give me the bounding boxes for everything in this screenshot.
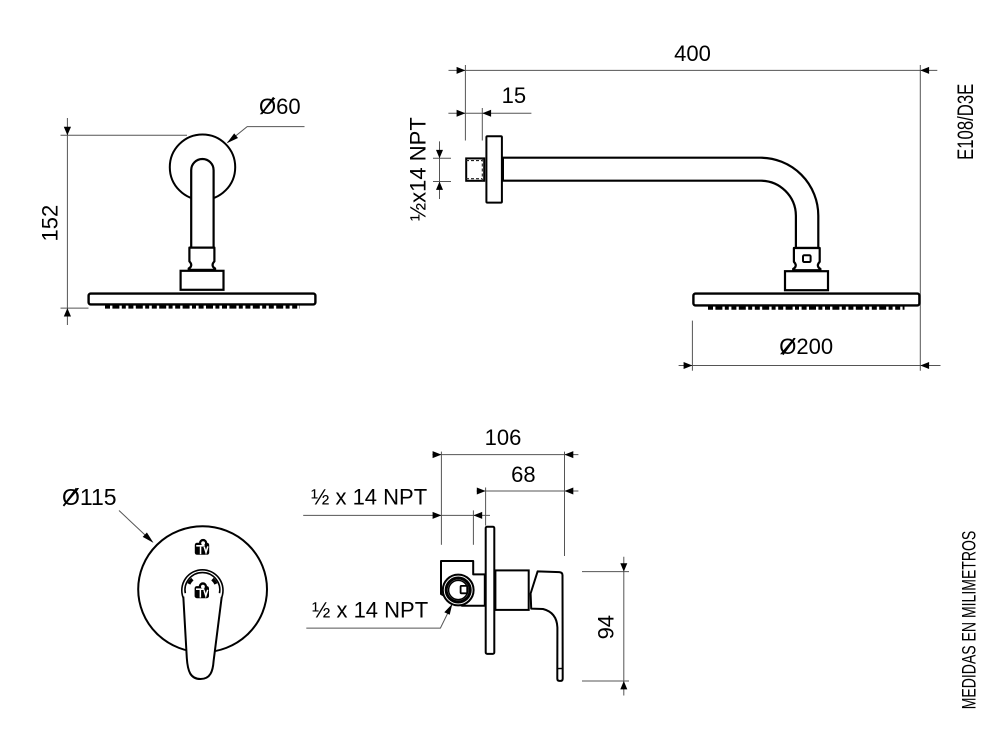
svg-text:E108/D3E: E108/D3E: [954, 84, 979, 160]
svg-text:106: 106: [485, 425, 522, 450]
svg-text:94: 94: [594, 615, 619, 639]
svg-text:68: 68: [511, 462, 535, 487]
svg-text:152: 152: [37, 205, 62, 242]
svg-text:Ø60: Ø60: [259, 94, 301, 119]
svg-text:½x14 NPT: ½x14 NPT: [406, 117, 431, 221]
svg-text:Ø200: Ø200: [779, 334, 833, 359]
svg-text:15: 15: [502, 83, 526, 108]
svg-text:MEDIDAS EN MILIMETROS: MEDIDAS EN MILIMETROS: [958, 531, 980, 710]
svg-text:½ x 14 NPT: ½ x 14 NPT: [312, 598, 428, 623]
svg-text:400: 400: [674, 41, 711, 66]
svg-text:½ x 14 NPT: ½ x 14 NPT: [311, 485, 427, 510]
